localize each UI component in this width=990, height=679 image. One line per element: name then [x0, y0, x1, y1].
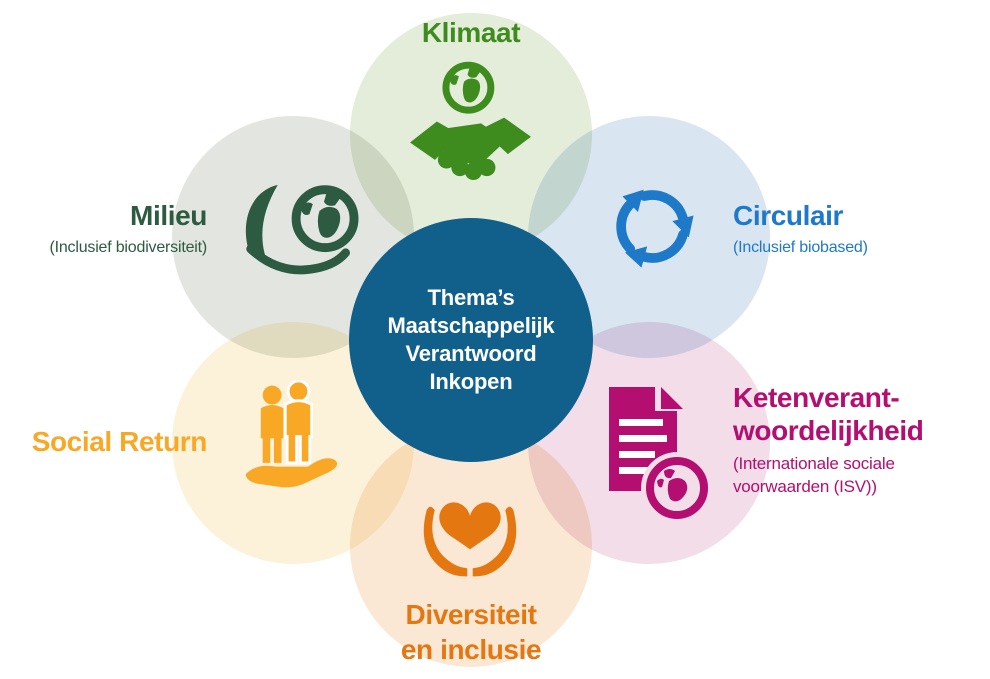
theme-title-circulair: Circulair	[733, 200, 843, 231]
theme-title-ketenverantwoordelijkheid: Ketenverant- woordelijkheid	[733, 382, 924, 446]
theme-label-diversiteit: Diversiteit en inclusie	[321, 597, 621, 667]
people-on-hand-icon	[238, 380, 342, 493]
center-circle: Thema’s Maatschappelijk Verantwoord Inko…	[349, 218, 593, 462]
theme-subtitle-milieu: (Inclusief biodiversiteit)	[49, 239, 207, 256]
theme-title-klimaat: Klimaat	[421, 17, 521, 48]
theme-title-social-return: Social Return	[31, 426, 208, 457]
theme-label-milieu: Milieu (Inclusief biodiversiteit)	[0, 199, 207, 259]
theme-title-milieu: Milieu	[130, 200, 207, 231]
center-title: Thema’s Maatschappelijk Verantwoord Inko…	[387, 285, 555, 394]
theme-title-diversiteit: Diversiteit en inclusie	[400, 599, 542, 665]
theme-subtitle-circulair: (Inclusief biobased)	[733, 239, 868, 256]
globe-handshake-icon	[408, 60, 533, 180]
theme-label-social-return: Social Return	[0, 425, 208, 458]
theme-label-ketenverantwoordelijkheid: Ketenverant- woordelijkheid (Internation…	[733, 381, 924, 498]
theme-label-circulair: Circulair (Inclusief biobased)	[733, 199, 868, 259]
leaf-globe-icon	[239, 181, 365, 278]
theme-label-klimaat: Klimaat	[321, 16, 621, 49]
document-globe-icon	[605, 385, 710, 525]
recycle-arrows-icon	[604, 178, 701, 275]
hands-heart-icon	[420, 485, 520, 580]
theme-subtitle-ketenverantwoordelijkheid: (Internationale sociale voorwaarden (ISV…	[733, 454, 895, 496]
